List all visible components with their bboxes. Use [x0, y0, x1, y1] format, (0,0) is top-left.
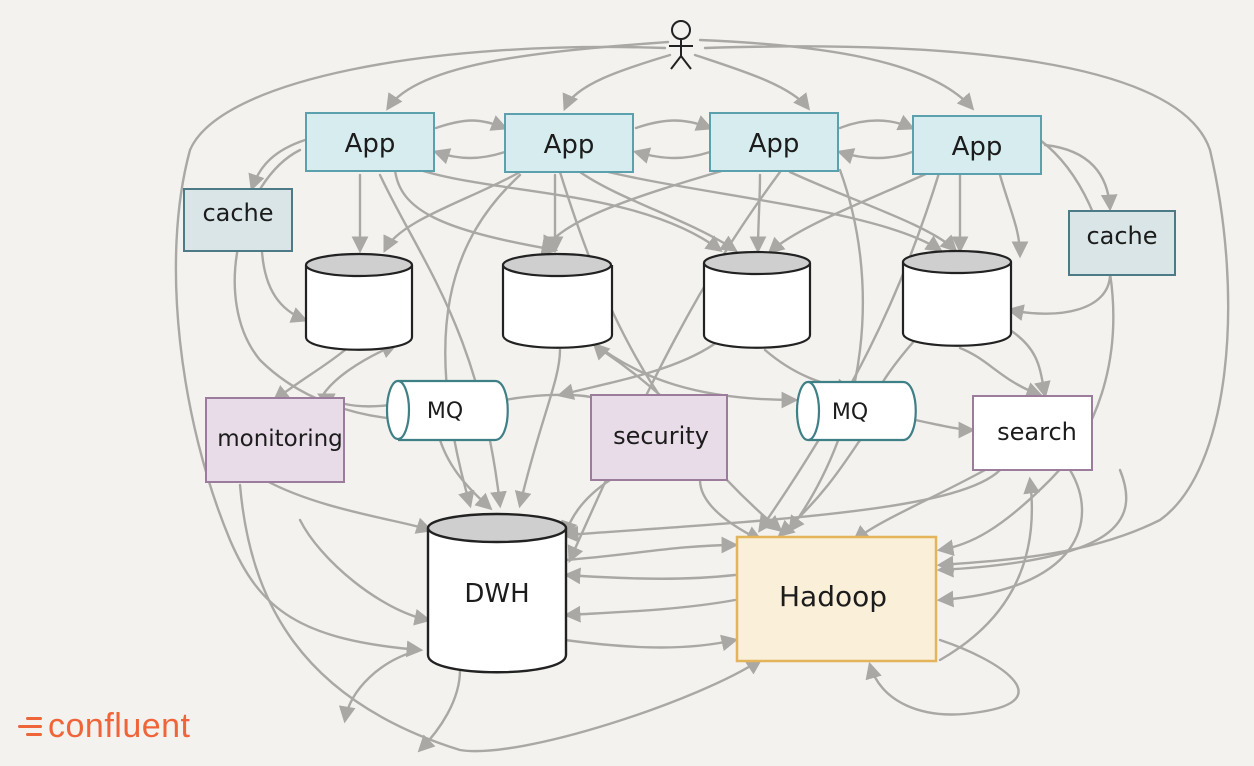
app-box: App: [504, 113, 634, 173]
brand-name: confluent: [48, 707, 191, 745]
database-cylinder: [901, 249, 1013, 347]
mq-label: MQ: [427, 399, 463, 424]
hadoop-box: Hadoop: [735, 535, 938, 663]
cache-box: cache: [1068, 210, 1176, 276]
app-label: App: [952, 132, 1003, 162]
monitoring-box: monitoring: [205, 397, 345, 483]
security-box: security: [590, 394, 728, 481]
confluent-logo-icon: [18, 717, 42, 736]
security-label: security: [613, 422, 709, 450]
app-box: App: [709, 112, 839, 172]
dwh-label: DWH: [464, 579, 529, 609]
dwh-cylinder: DWH: [426, 512, 568, 674]
monitoring-label: monitoring: [217, 426, 343, 452]
app-label: App: [749, 129, 800, 159]
app-label: App: [544, 130, 595, 160]
app-label: App: [345, 129, 396, 159]
mq-cylinder: MQ: [795, 380, 917, 442]
search-box: search: [972, 395, 1093, 471]
app-box: App: [912, 115, 1042, 175]
database-cylinder: [702, 250, 812, 349]
cache-box: cache: [183, 188, 293, 252]
database-cylinder: [501, 252, 614, 349]
mq-cylinder: MQ: [385, 379, 509, 442]
user-icon: [669, 20, 693, 70]
cache-label: cache: [202, 199, 273, 227]
database-cylinder: [304, 252, 414, 351]
hadoop-label: Hadoop: [779, 580, 887, 613]
search-label: search: [997, 418, 1077, 446]
cache-label: cache: [1086, 222, 1157, 250]
mq-label: MQ: [832, 400, 868, 425]
app-box: App: [305, 112, 435, 172]
confluent-logo: confluent: [18, 707, 191, 746]
